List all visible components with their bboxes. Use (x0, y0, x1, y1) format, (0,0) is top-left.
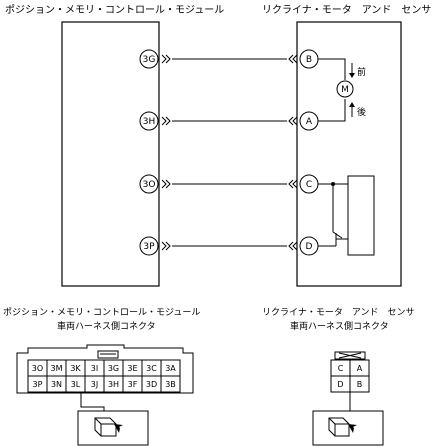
left-module-title: ポジション・メモリ・コントロール・モジュール (5, 4, 224, 16)
connector-cell: 3F (128, 380, 138, 389)
wires (172, 58, 287, 247)
left-connector-cells (27, 359, 181, 393)
right-connector-subtitle: 車両ハーネス側コネクタ (290, 320, 389, 332)
connector-cell: 3L (71, 380, 81, 389)
direction-rear-label: 後 (357, 106, 366, 118)
connector-cell: A (357, 364, 363, 373)
left-connector-face (16, 344, 194, 394)
right-connector-latch (334, 351, 366, 360)
left-pin-3g: 3G (139, 49, 159, 69)
connector-cell: 3O (32, 364, 43, 373)
motor-symbol: M (336, 80, 354, 98)
left-pin-3p: 3P (139, 236, 159, 256)
right-pin-c: C (299, 174, 319, 194)
right-connector-cells: C A D B (337, 364, 362, 389)
connector-cell: C (338, 364, 344, 373)
left-pin-label: 3P (143, 242, 155, 252)
connector-cell: 3H (108, 380, 119, 389)
left-connector-row1: 3O 3M 3K 3I 3G 3E 3C 3A (32, 364, 177, 373)
connector-cell: 3J (91, 380, 98, 389)
direction-forward-label: 前 (357, 66, 366, 78)
right-pin-label: A (306, 117, 313, 127)
connector-cell: 3D (146, 380, 157, 389)
right-harness-connector-icon (312, 410, 384, 446)
connector-cell: 3M (51, 364, 63, 373)
connector-cell: 3P (33, 380, 43, 389)
motor-label: M (341, 85, 349, 95)
left-connector-subtitle: 車両ハーネス側コネクタ (57, 320, 156, 332)
left-pin-3o: 3O (139, 174, 159, 194)
left-pin-label: 3H (143, 117, 156, 127)
right-pin-d: D (299, 236, 319, 256)
right-pin-label: B (306, 55, 312, 65)
connector-chevrons-left (161, 54, 171, 251)
right-pin-a: A (299, 111, 319, 131)
connector-cell: D (337, 380, 343, 389)
left-pin-label: 3G (143, 55, 156, 65)
left-harness-connector-icon (77, 410, 149, 446)
left-pin-label: 3O (143, 180, 156, 190)
connector-cell: 3K (70, 364, 81, 373)
connector-cell: B (357, 380, 363, 389)
right-module-title: リクライナ・モータ アンド センサ (262, 4, 431, 16)
right-pin-b: B (299, 49, 319, 69)
connector-leader-lines (80, 392, 351, 411)
connector-chevrons-right (288, 54, 298, 251)
direction-forward-arrow: 前 (349, 63, 366, 78)
motor-circuit (318, 58, 346, 122)
connector-cell: 3N (51, 380, 62, 389)
connector-cell: 3A (165, 364, 176, 373)
connector-cell: 3G (108, 364, 119, 373)
sensor-circuit (318, 175, 375, 256)
connector-cell: 3C (146, 364, 157, 373)
left-module-box (61, 21, 160, 287)
connector-cell: 3I (91, 364, 98, 373)
direction-rear-arrow: 後 (349, 102, 366, 118)
right-module-box (296, 21, 402, 287)
sensor-junction-dot (331, 182, 335, 186)
left-connector-title: ポジション・メモリ・コントロール・モジュール (3, 307, 200, 318)
left-pin-3h: 3H (139, 111, 159, 131)
connector-cell: 3E (127, 364, 137, 373)
left-connector-row2: 3P 3N 3L 3J 3H 3F 3D 3B (33, 380, 176, 389)
right-pin-label: C (306, 180, 312, 190)
right-pin-label: D (306, 242, 313, 252)
right-connector-title: リクライナ・モータ アンド センサ (262, 307, 414, 318)
connector-cell: 3B (165, 380, 176, 389)
